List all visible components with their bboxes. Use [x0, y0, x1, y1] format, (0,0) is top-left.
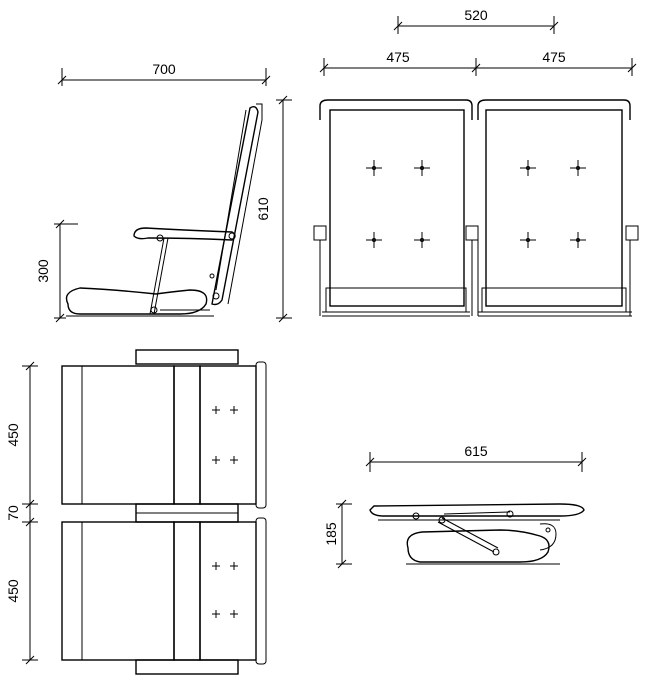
button-marks [520, 160, 586, 248]
dim-side-height: 610 [255, 95, 292, 323]
dim-front-seats: 475 475 [319, 49, 637, 76]
dim-side-width: 700 [57, 61, 271, 86]
plan-seat-top [61, 361, 267, 509]
dim-front-spacing-label: 520 [464, 7, 488, 23]
button-marks [212, 406, 238, 464]
dim-side-seat-height: 300 [35, 219, 78, 323]
dim-side-width-label: 700 [152, 61, 176, 77]
plan-view: 450 70 450 [5, 349, 267, 675]
front-view: 520 475 475 [313, 7, 639, 317]
side-view: 700 610 300 [35, 61, 292, 323]
dim-folded-width: 615 [365, 443, 587, 472]
front-seat-left [313, 99, 479, 317]
dim-front-spacing: 520 [393, 7, 559, 34]
dim-front-seat-right-label: 475 [542, 49, 566, 65]
folded-view: 615 185 [323, 443, 587, 569]
dim-front-seat-left-label: 475 [386, 49, 410, 65]
dim-folded-height: 185 [323, 499, 352, 569]
dim-plan-seat-top-label: 450 [5, 423, 21, 447]
dim-side-seat-height-label: 300 [35, 259, 51, 283]
armrest-bottom [135, 659, 239, 675]
dim-side-height-label: 610 [255, 197, 271, 221]
folded-seat-shape [369, 503, 585, 565]
button-marks [212, 562, 238, 618]
dim-folded-width-label: 615 [464, 443, 488, 459]
front-seat-right [477, 99, 639, 317]
dim-plan-seat-bottom-label: 450 [5, 579, 21, 603]
armrest-top [135, 349, 239, 365]
dim-folded-height-label: 185 [323, 522, 339, 546]
dim-plan-chain: 450 70 450 [5, 361, 38, 665]
button-marks [366, 160, 430, 248]
side-seat-shape [65, 103, 263, 317]
plan-seat-bottom [61, 517, 267, 665]
dim-plan-gap-label: 70 [5, 505, 21, 521]
